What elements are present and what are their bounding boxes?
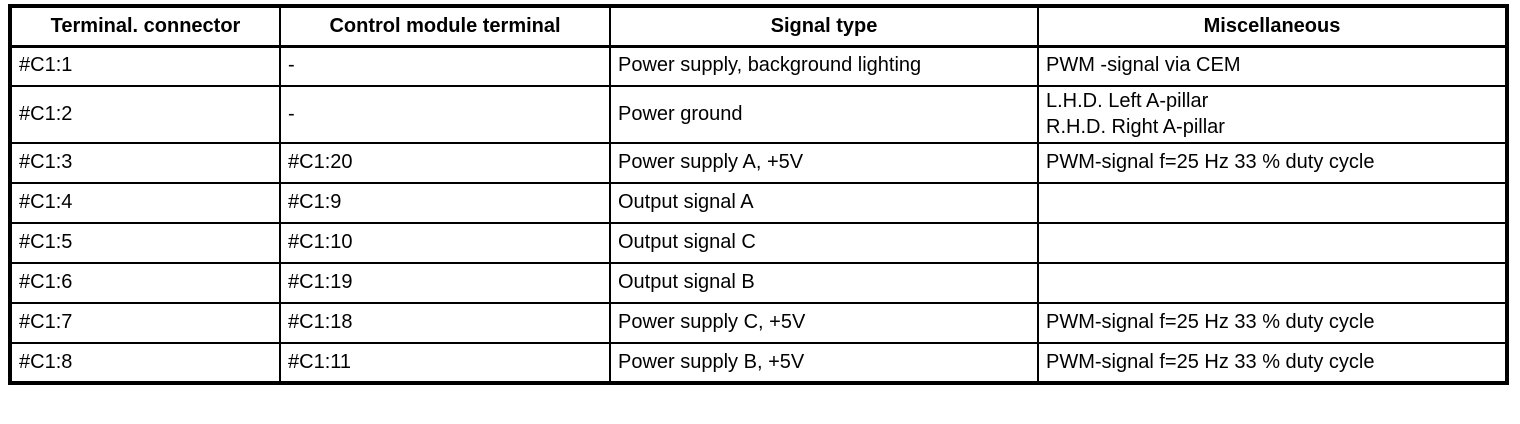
cell-terminal-connector: #C1:3	[9, 142, 281, 185]
cell-miscellaneous: L.H.D. Left A-pillar R.H.D. Right A-pill…	[1037, 84, 1508, 145]
cell-terminal-connector: #C1:2	[9, 84, 281, 145]
header-row: Terminal. connector Control module termi…	[9, 5, 1508, 48]
cell-control-module-terminal: #C1:18	[279, 302, 611, 345]
cell-signal-type: Power supply A, +5V	[609, 142, 1039, 185]
cell-miscellaneous	[1037, 182, 1508, 225]
cell-control-module-terminal: #C1:11	[279, 342, 611, 385]
table-row: #C1:4 #C1:9 Output signal A	[9, 182, 1508, 225]
cell-terminal-connector: #C1:4	[9, 182, 281, 225]
cell-signal-type: Power supply, background lighting	[609, 45, 1039, 87]
cell-terminal-connector: #C1:1	[9, 45, 281, 87]
cell-miscellaneous: PWM -signal via CEM	[1037, 45, 1508, 87]
table-row: #C1:3 #C1:20 Power supply A, +5V PWM-sig…	[9, 142, 1508, 185]
table-row: #C1:6 #C1:19 Output signal B	[9, 262, 1508, 305]
cell-control-module-terminal: #C1:20	[279, 142, 611, 185]
cell-control-module-terminal: -	[279, 84, 611, 145]
table-row: #C1:5 #C1:10 Output signal C	[9, 222, 1508, 265]
cell-control-module-terminal: #C1:19	[279, 262, 611, 305]
cell-miscellaneous: PWM-signal f=25 Hz 33 % duty cycle	[1037, 342, 1508, 385]
table-row: #C1:1 - Power supply, background lightin…	[9, 45, 1508, 87]
header-control-module-terminal: Control module terminal	[279, 5, 611, 48]
cell-terminal-connector: #C1:6	[9, 262, 281, 305]
cell-signal-type: Power supply C, +5V	[609, 302, 1039, 345]
cell-signal-type: Output signal B	[609, 262, 1039, 305]
cell-terminal-connector: #C1:5	[9, 222, 281, 265]
header-signal-type: Signal type	[609, 5, 1039, 48]
cell-terminal-connector: #C1:8	[9, 342, 281, 385]
cell-miscellaneous	[1037, 262, 1508, 305]
table-row: #C1:2 - Power ground L.H.D. Left A-pilla…	[9, 84, 1508, 145]
connector-pinout-table: Terminal. connector Control module termi…	[8, 4, 1509, 386]
header-miscellaneous: Miscellaneous	[1037, 5, 1508, 48]
cell-control-module-terminal: #C1:9	[279, 182, 611, 225]
cell-miscellaneous: PWM-signal f=25 Hz 33 % duty cycle	[1037, 142, 1508, 185]
header-terminal-connector: Terminal. connector	[9, 5, 281, 48]
cell-signal-type: Output signal A	[609, 182, 1039, 225]
cell-signal-type: Output signal C	[609, 222, 1039, 265]
cell-signal-type: Power ground	[609, 84, 1039, 145]
table-row: #C1:7 #C1:18 Power supply C, +5V PWM-sig…	[9, 302, 1508, 345]
cell-miscellaneous: PWM-signal f=25 Hz 33 % duty cycle	[1037, 302, 1508, 345]
cell-control-module-terminal: -	[279, 45, 611, 87]
cell-signal-type: Power supply B, +5V	[609, 342, 1039, 385]
table-row: #C1:8 #C1:11 Power supply B, +5V PWM-sig…	[9, 342, 1508, 385]
cell-terminal-connector: #C1:7	[9, 302, 281, 345]
cell-miscellaneous	[1037, 222, 1508, 265]
cell-control-module-terminal: #C1:10	[279, 222, 611, 265]
